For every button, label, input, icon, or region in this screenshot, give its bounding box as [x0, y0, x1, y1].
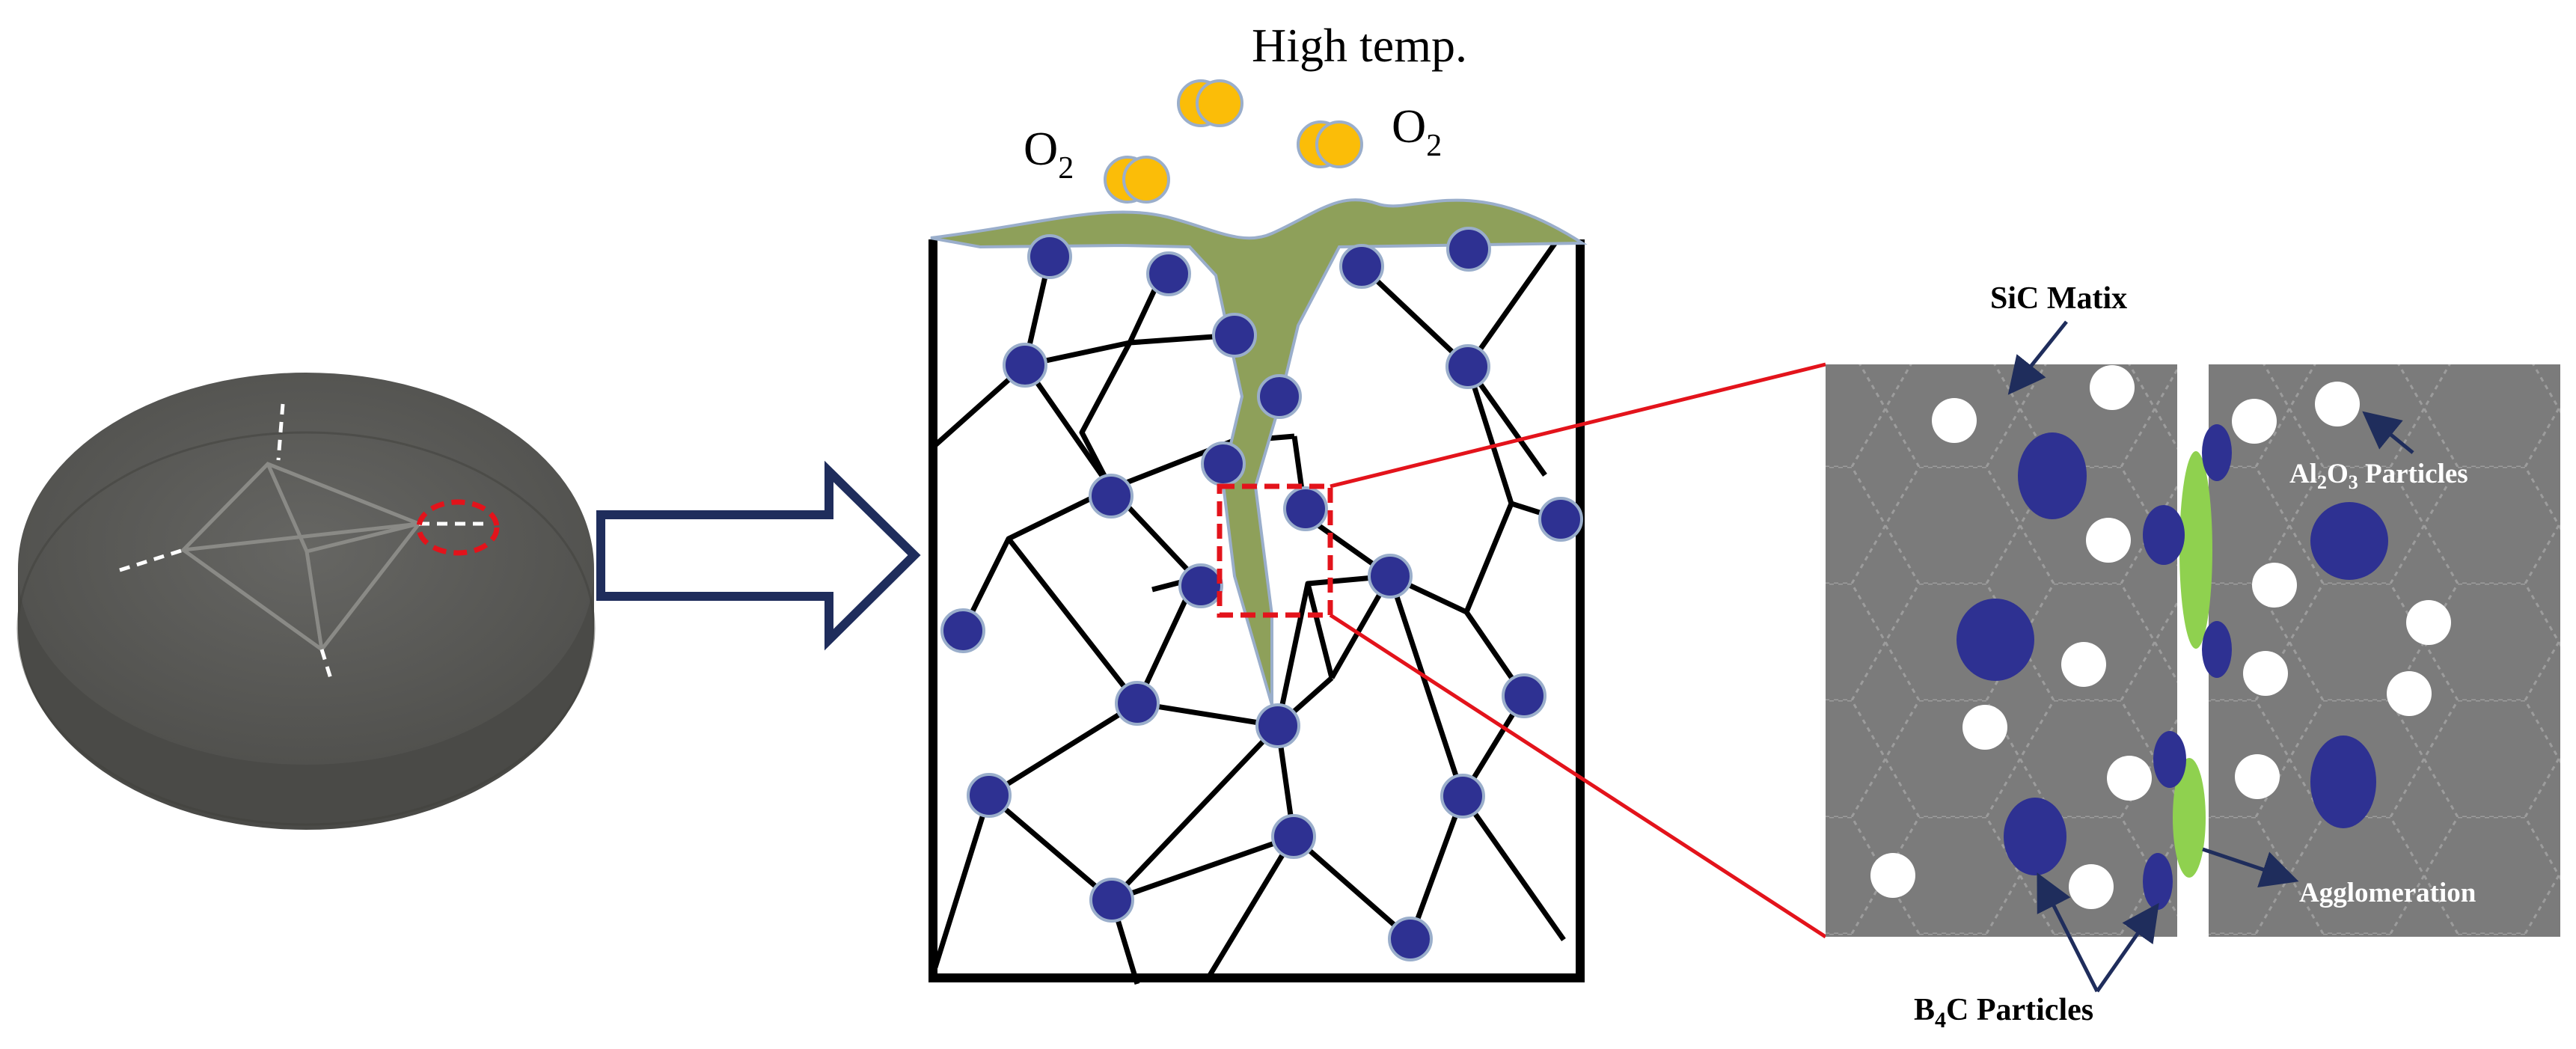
particle — [1368, 554, 1413, 599]
oxide-layer — [930, 198, 1588, 706]
b4c-pointer-right — [2095, 902, 2159, 993]
particle — [1538, 497, 1583, 542]
zoom-region — [1217, 483, 1333, 618]
particle — [1089, 878, 1134, 923]
particle — [1339, 244, 1384, 289]
particle — [1003, 343, 1047, 388]
particle — [1212, 313, 1257, 358]
sic-pointer — [2007, 320, 2068, 395]
particle — [1255, 703, 1300, 748]
o2-molecule-icon — [1104, 156, 1170, 204]
particle — [1446, 227, 1491, 272]
particle — [1201, 441, 1246, 486]
al2o3-label: Al2O3 Particles — [2289, 459, 2468, 493]
particle — [1257, 374, 1302, 419]
indent-cracks — [119, 403, 490, 682]
sic-matrix-label: SiC Matix — [1990, 281, 2127, 316]
o2-label-right: O2 — [1392, 100, 1442, 163]
b4c-label: B4C Particles — [1914, 993, 2093, 1033]
disc-bottom-edge — [16, 431, 596, 826]
o2-label-left: O2 — [1024, 122, 1074, 186]
high-temp-label: High temp. — [1252, 19, 1467, 72]
zoom-projection-lines — [1329, 362, 1827, 939]
particle — [1115, 681, 1160, 726]
particle — [1388, 917, 1433, 961]
particle — [1271, 814, 1316, 859]
sample-disc — [16, 373, 596, 830]
particle — [1440, 774, 1485, 819]
al2o3-particles — [1870, 365, 2451, 909]
b4c-particles-network — [940, 227, 1583, 961]
particle — [967, 773, 1012, 818]
pointer-arrows — [2007, 320, 2414, 993]
microstructure-panel — [928, 198, 1588, 985]
particle — [1283, 486, 1328, 531]
particle — [1089, 474, 1133, 519]
particle — [1178, 563, 1223, 608]
zoomed-panel — [1826, 364, 2560, 937]
particle — [1146, 251, 1191, 296]
o2-molecule-icon — [1297, 120, 1363, 168]
agglomeration-label: Agglomeration — [2299, 878, 2476, 908]
particle — [940, 608, 985, 653]
crack-tip-highlight — [416, 499, 500, 556]
particle — [1502, 673, 1546, 718]
agglomerates — [2173, 451, 2212, 878]
o2-molecule-icon — [1177, 79, 1243, 127]
o2-molecules — [1104, 79, 1363, 204]
disc-top — [18, 373, 594, 765]
sic-grain-right-hex — [2209, 364, 2560, 937]
panel-frame — [928, 239, 1585, 982]
particle — [1445, 344, 1490, 389]
particle — [1027, 234, 1072, 279]
b4c-pointer-left — [2037, 872, 2099, 993]
agglomeration-pointer — [2202, 847, 2299, 887]
right-arrow-icon — [596, 460, 921, 651]
al2o3-pointer — [2362, 411, 2414, 454]
b4c-particles-zoomed — [1957, 424, 2388, 910]
